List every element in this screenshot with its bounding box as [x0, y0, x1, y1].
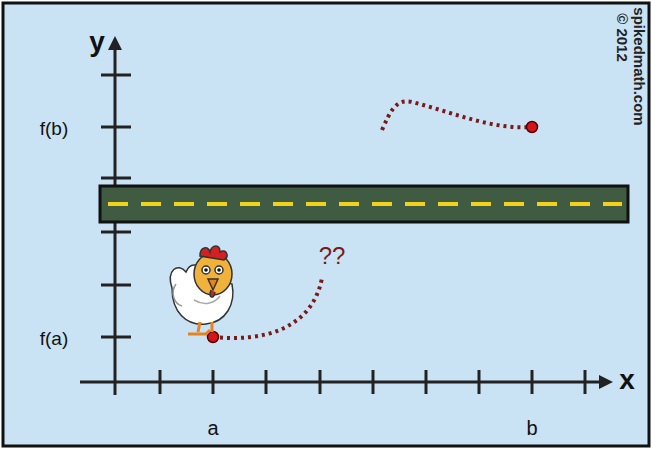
tick-marks: [101, 75, 585, 394]
x-arrowhead: [599, 375, 613, 389]
upper-dotted-curve: [382, 101, 532, 130]
tick-label: f(b): [40, 119, 69, 138]
watermark: © 2012: [615, 13, 630, 62]
axis-label: y: [89, 28, 105, 56]
chicken: [170, 246, 232, 334]
end-point: [527, 122, 538, 133]
axis-label: x: [619, 366, 635, 394]
tick-label: a: [207, 418, 218, 438]
tick-label: b: [526, 418, 537, 438]
question-marks: ??: [319, 244, 346, 268]
start-point: [208, 332, 219, 343]
road-center-line: [108, 202, 622, 206]
watermark: spikedmath.com: [632, 7, 647, 125]
panel-background: [3, 3, 649, 446]
y-arrowhead: [108, 36, 122, 50]
tick-label: f(a): [40, 329, 69, 348]
road: [100, 186, 628, 222]
